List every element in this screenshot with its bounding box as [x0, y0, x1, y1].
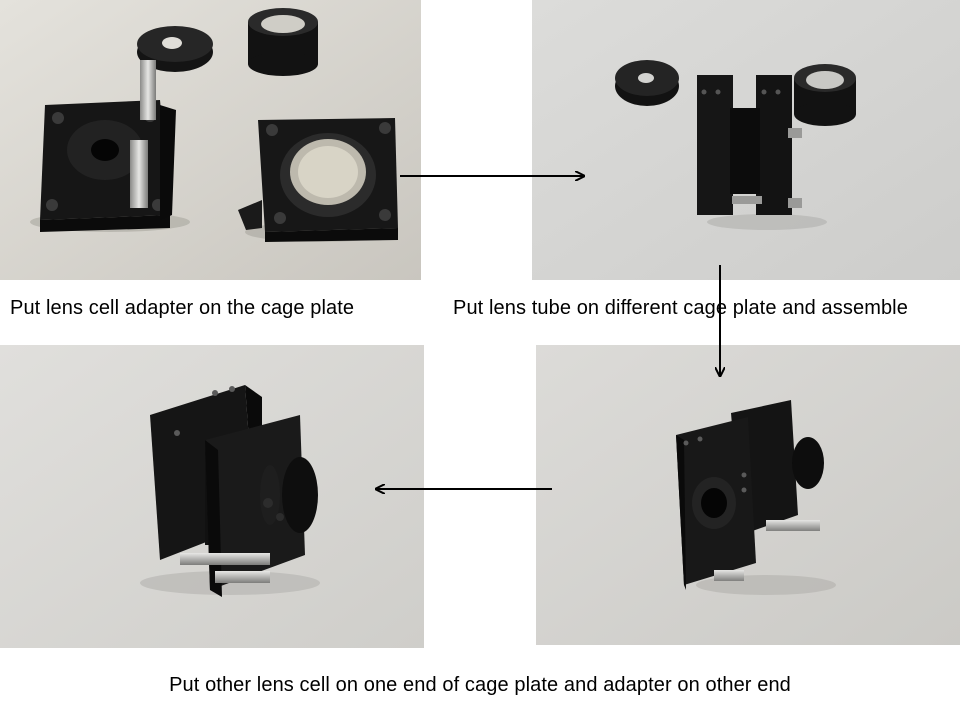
photo-step-3 — [0, 345, 424, 648]
photo-step-2 — [532, 0, 960, 280]
caption-step-2: Put lens tube on different cage plate an… — [453, 297, 908, 319]
caption-step-1: Put lens cell adapter on the cage plate — [10, 297, 355, 319]
photo-step-4 — [536, 345, 960, 645]
caption-step-3: Put other lens cell on one end of cage p… — [169, 674, 791, 696]
photo-step-1 — [0, 0, 421, 280]
